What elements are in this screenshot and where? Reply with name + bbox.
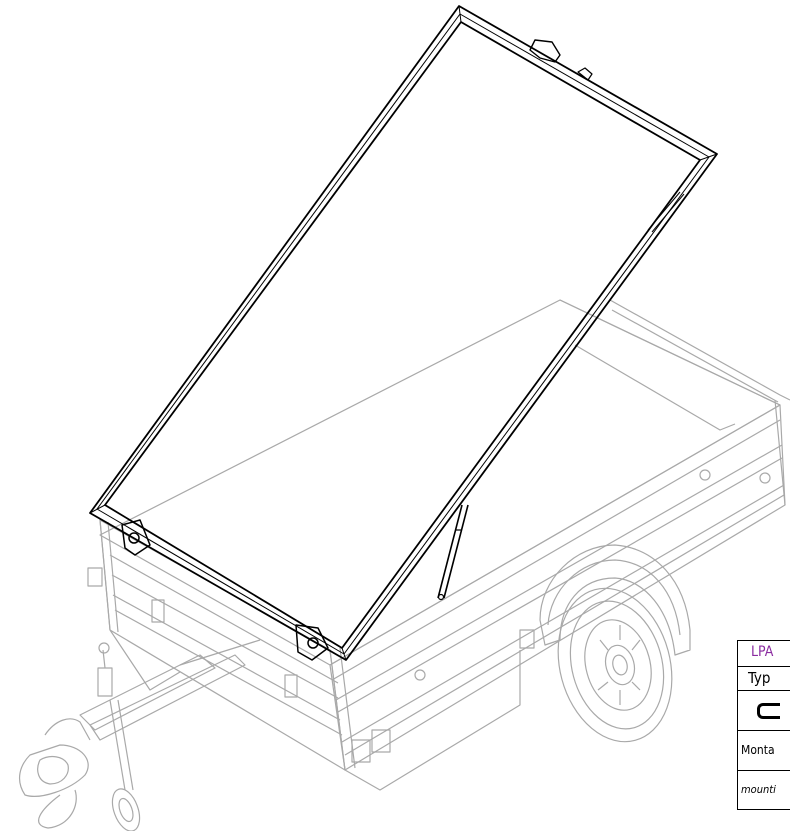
title-block-type-row: Typ bbox=[737, 666, 790, 690]
title-block-assembly-en-row: mounti bbox=[737, 770, 790, 810]
trailer-body bbox=[18, 299, 790, 831]
title-block: LPA Typ Monta mounti bbox=[737, 640, 790, 840]
title-block-type-label: Typ bbox=[748, 669, 771, 687]
title-block-code-row: LPA bbox=[737, 640, 790, 666]
title-block-symbol-row bbox=[737, 690, 790, 730]
lid-frame bbox=[89, 5, 718, 661]
title-block-code: LPA bbox=[751, 644, 774, 660]
assembly-label-en: mounti bbox=[741, 783, 776, 796]
assembly-label-de: Monta bbox=[741, 743, 775, 757]
coupling-symbol-icon bbox=[757, 703, 780, 719]
title-block-assembly-de-row: Monta bbox=[737, 730, 790, 770]
